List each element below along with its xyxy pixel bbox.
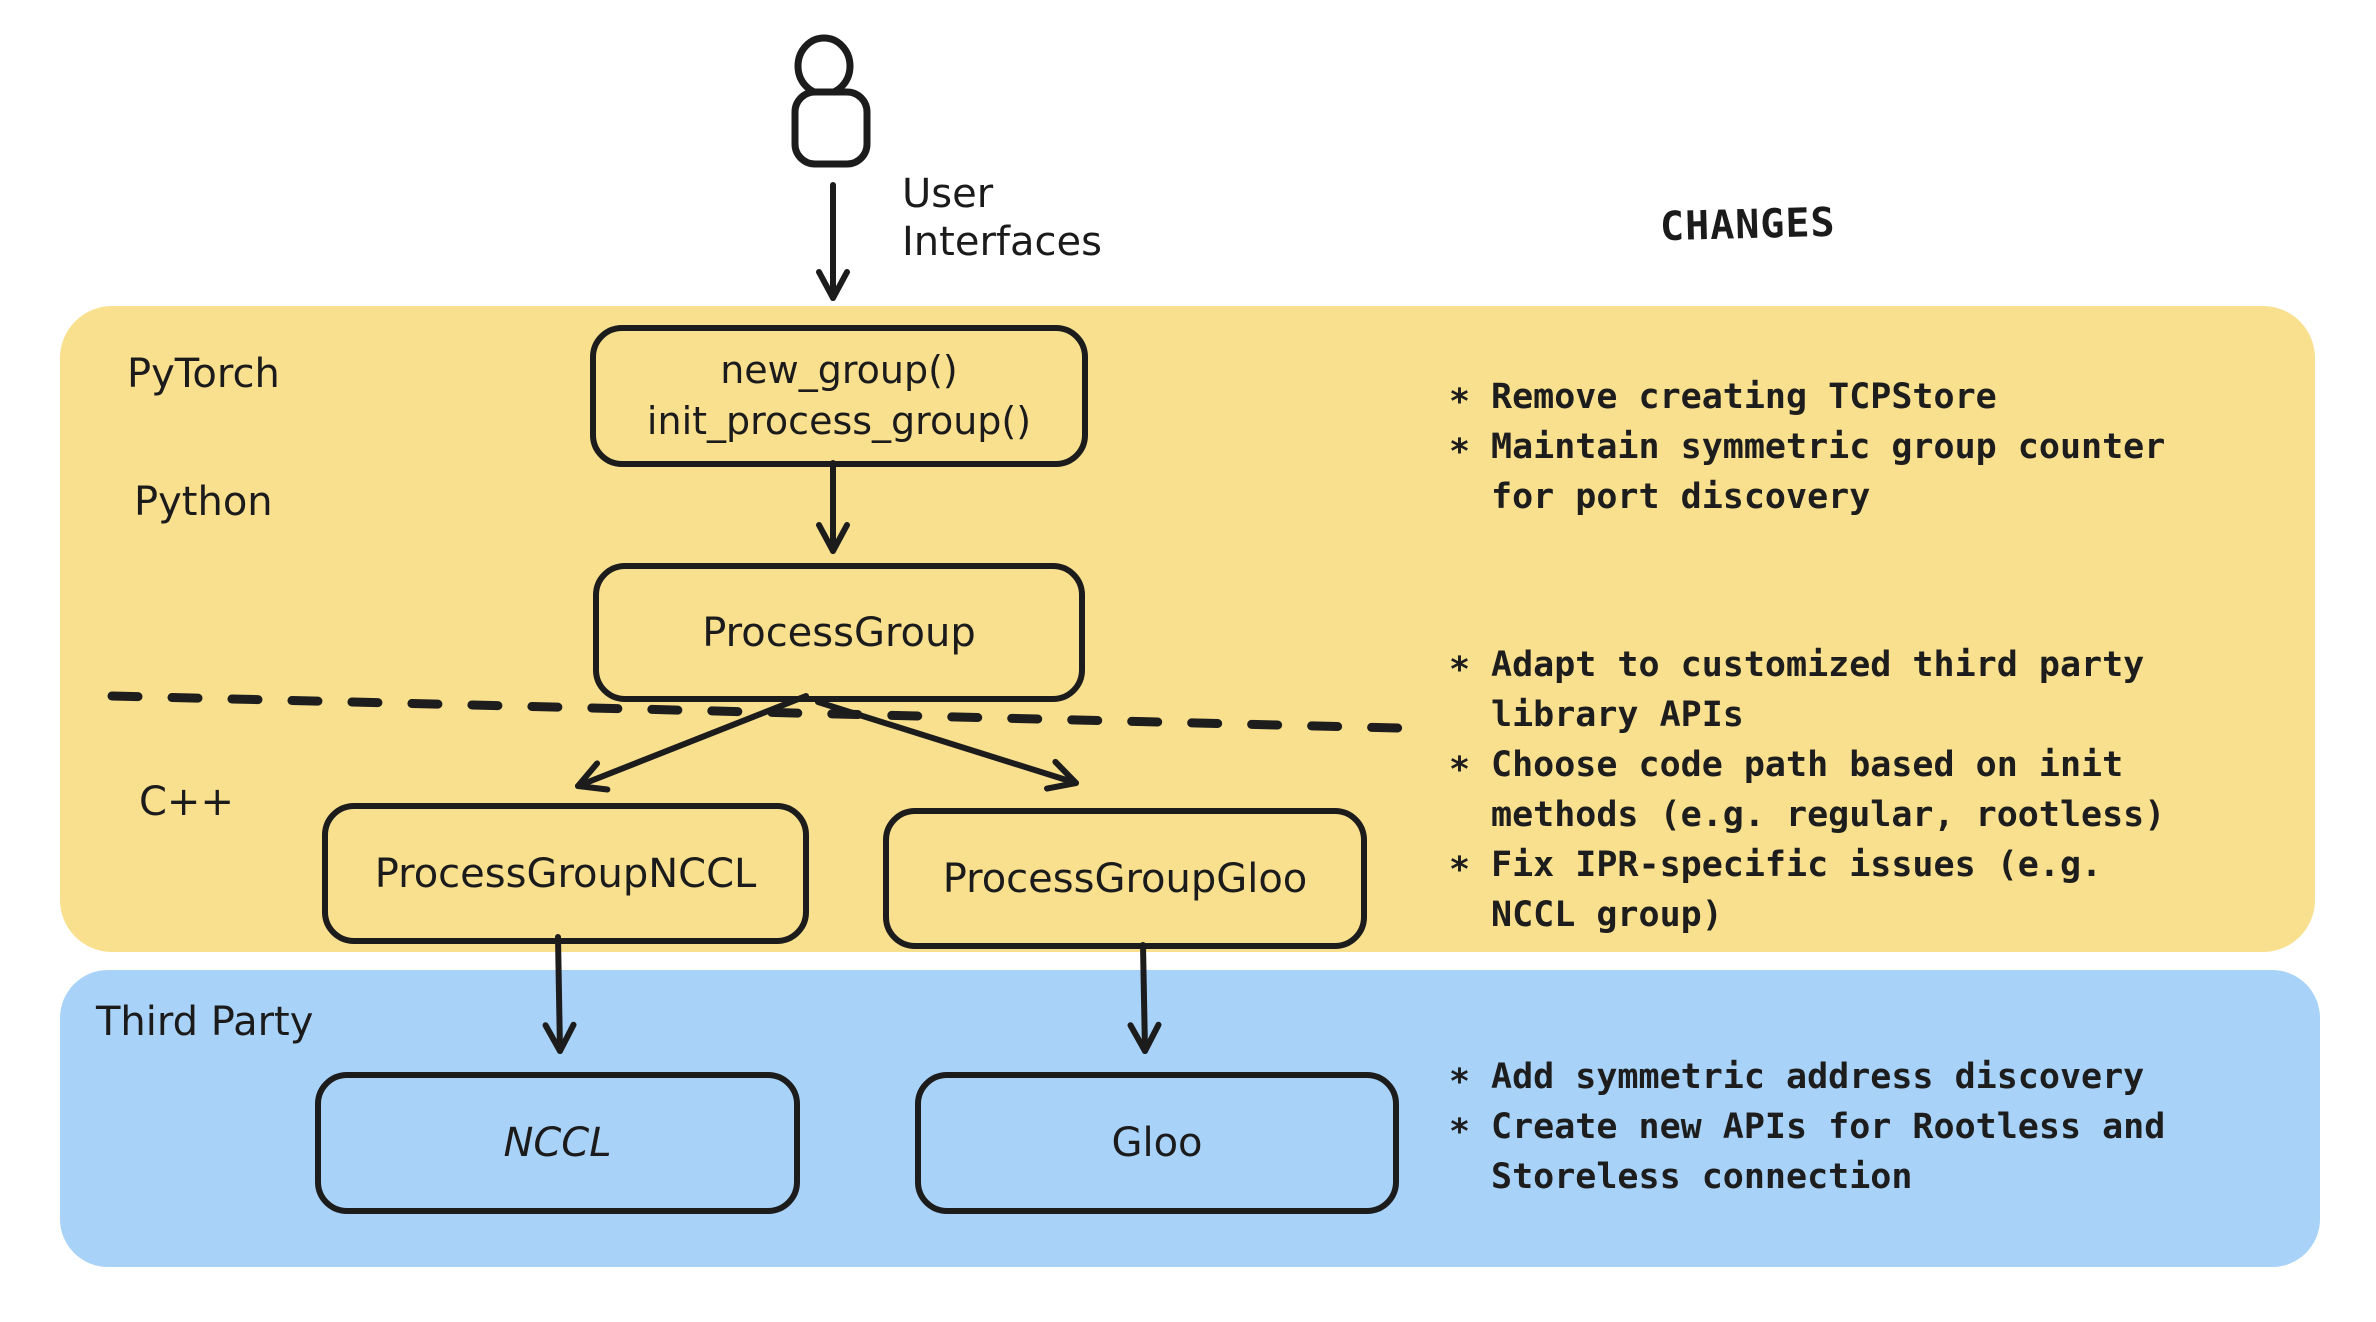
- node-gloo: Gloo: [915, 1072, 1399, 1214]
- node-nccl-label: NCCL: [503, 1120, 612, 1166]
- arrow-pgnccl-to-nccl: [542, 934, 577, 1054]
- arrow-pggloo-to-gloo: [1127, 942, 1162, 1054]
- change-item: * Choose code path based on init methods…: [1449, 740, 2181, 840]
- node-process-group-gloo-label: ProcessGroupGloo: [942, 855, 1308, 902]
- bullet-asterisk: *: [1449, 382, 1471, 422]
- third-party-layer-band: [60, 970, 2320, 1267]
- change-item-text: Fix IPR-specific issues (e.g. NCCL group…: [1491, 845, 2103, 935]
- node-gloo-label: Gloo: [1111, 1120, 1203, 1166]
- user-icon: [791, 34, 871, 168]
- bullet-asterisk: *: [1449, 650, 1471, 690]
- node-process-group: ProcessGroup: [593, 563, 1085, 702]
- node-user-api: new_group() init_process_group(): [590, 325, 1088, 467]
- pytorch-layer-band: [60, 306, 2315, 952]
- node-user-api-lines: new_group() init_process_group(): [647, 347, 1031, 446]
- changes-group-third-party: * Add symmetric address discovery * Crea…: [1449, 1052, 2181, 1202]
- change-item: * Remove creating TCPStore: [1449, 372, 2181, 422]
- user-interfaces-label: User Interfaces: [902, 170, 1102, 266]
- change-item: * Create new APIs for Rootless and Store…: [1449, 1102, 2181, 1202]
- bullet-asterisk: *: [1449, 1062, 1471, 1102]
- user-icon-body: [791, 88, 871, 168]
- change-item-text: Adapt to customized third party library …: [1491, 645, 2145, 735]
- change-item-text: Create new APIs for Rootless and Storele…: [1491, 1107, 2166, 1197]
- change-item: * Add symmetric address discovery: [1449, 1052, 2181, 1102]
- user-icon-head: [794, 34, 854, 98]
- node-process-group-nccl-label: ProcessGroupNCCL: [374, 850, 757, 897]
- node-process-group-nccl: ProcessGroupNCCL: [322, 803, 809, 944]
- arrow-processgroup-to-pggloo: [815, 699, 1079, 792]
- layer-label-python: Python: [134, 479, 273, 525]
- bullet-asterisk: *: [1449, 432, 1471, 472]
- layer-label-pytorch: PyTorch: [127, 351, 280, 397]
- node-user-api-line1: new_group(): [720, 347, 958, 392]
- user-interfaces-label-line2: Interfaces: [902, 219, 1102, 265]
- changes-group-pytorch-python: * Remove creating TCPStore * Maintain sy…: [1449, 372, 2181, 522]
- layer-label-third-party: Third Party: [96, 999, 314, 1045]
- change-item-text: Remove creating TCPStore: [1491, 377, 1997, 417]
- change-item-text: Choose code path based on init methods (…: [1491, 745, 2166, 835]
- bullet-asterisk: *: [1449, 1112, 1471, 1152]
- changes-group-cpp: * Adapt to customized third party librar…: [1449, 640, 2181, 940]
- node-process-group-label: ProcessGroup: [702, 609, 976, 656]
- node-user-api-line2: init_process_group(): [646, 399, 1032, 443]
- bullet-asterisk: *: [1449, 750, 1471, 790]
- change-item: * Fix IPR-specific issues (e.g. NCCL gro…: [1449, 840, 2181, 940]
- change-item: * Maintain symmetric group counter for p…: [1449, 422, 2181, 522]
- changes-heading: CHANGES: [1659, 199, 1837, 251]
- change-item-text: Maintain symmetric group counter for por…: [1491, 427, 2166, 517]
- bullet-asterisk: *: [1449, 850, 1471, 890]
- node-process-group-gloo: ProcessGroupGloo: [883, 808, 1367, 949]
- node-nccl: NCCL: [315, 1072, 800, 1214]
- change-item-text: Add symmetric address discovery: [1491, 1057, 2145, 1097]
- change-item: * Adapt to customized third party librar…: [1449, 640, 2181, 740]
- layer-label-cpp: C++: [139, 779, 234, 825]
- user-interfaces-label-line1: User: [902, 171, 994, 217]
- arrow-processgroup-to-pgnccl: [575, 693, 809, 793]
